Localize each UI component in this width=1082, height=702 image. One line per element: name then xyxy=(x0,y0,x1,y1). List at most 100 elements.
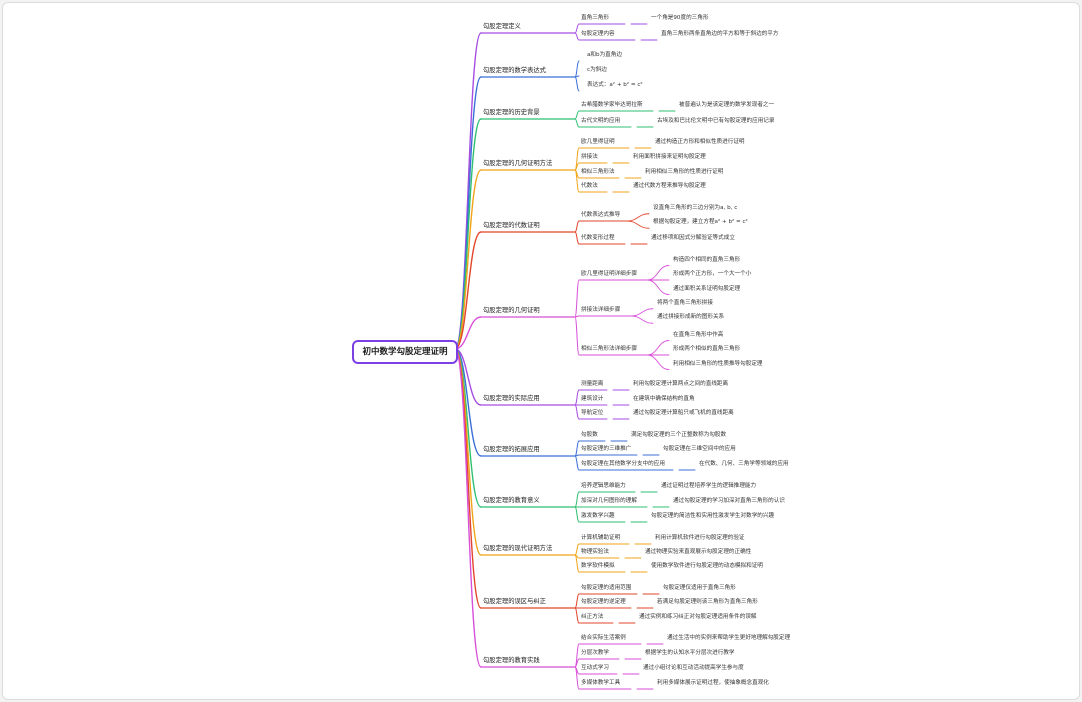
subbranch-label[interactable]: c为斜边 xyxy=(587,67,607,73)
leaf-label[interactable]: 古埃及和巴比伦文明中已有勾股定理的应用记录 xyxy=(657,118,775,124)
subbranch-connector xyxy=(574,506,580,523)
leaf-label[interactable]: 构造四个相同的直角三角形 xyxy=(673,256,741,263)
subbranch-label[interactable]: 勾股定理的适用范围 xyxy=(581,585,632,591)
subbranch-label[interactable]: 加深对几何图形的理解 xyxy=(581,498,637,504)
subbranch-label[interactable]: 代数法 xyxy=(581,183,598,189)
subbranch-label[interactable]: 欧几里得证明详细步骤 xyxy=(581,271,637,277)
subbranch-label[interactable]: 纠正方法 xyxy=(581,614,604,620)
subbranch-label[interactable]: 勾股定理内容 xyxy=(581,31,615,37)
subbranch-connector xyxy=(574,389,580,406)
leaf-label[interactable]: 被普遍认为是该定理的数学发现者之一 xyxy=(679,102,775,108)
leaf-label[interactable]: 通过勾股定理的学习加深对直角三角形的认识 xyxy=(673,498,785,504)
leaf-label[interactable]: 一个角是90度的三角形 xyxy=(651,15,709,21)
leaf-label[interactable]: 通过生活中的实例来帮助学生更好地理解勾股定理 xyxy=(667,635,791,641)
subbranch-label[interactable]: 欧几里得证明 xyxy=(581,139,615,145)
branch-label[interactable]: 勾股定理的几何证明 xyxy=(483,307,540,314)
subbranch-label[interactable]: 分层次教学 xyxy=(581,650,609,656)
leaf-label[interactable]: 根据勾股定理，建立方程a² + b² = c² xyxy=(653,219,748,226)
leaf-label[interactable]: 通过拼接形成新的图形关系 xyxy=(657,314,725,321)
subbranch-label[interactable]: 勾股定理在其他数学分支中的应用 xyxy=(581,461,665,467)
leaf-label[interactable]: 通过实例和练习纠正对勾股定理适用条件的误解 xyxy=(639,614,757,620)
leaf-label[interactable]: 满足勾股定理的三个正整数称为勾股数 xyxy=(631,432,727,438)
leaf-label[interactable]: 设直角三角形的三边分别为a, b, c xyxy=(653,204,738,211)
root-node[interactable]: 初中数学勾股定理证明 xyxy=(352,340,458,364)
leaf-label[interactable]: 通过构造正方形和相似性质进行证明 xyxy=(655,139,745,145)
subbranch-label[interactable]: 代数变形过程 xyxy=(581,235,615,241)
leaf-label[interactable]: 在直角三角形中作高 xyxy=(673,331,724,338)
subbranch-label[interactable]: 代数表达式推导 xyxy=(581,212,621,218)
branch-label[interactable]: 勾股定理的历史背景 xyxy=(483,109,540,116)
branch-label[interactable]: 勾股定理的实际应用 xyxy=(483,395,540,402)
leaf-label[interactable]: 将两个直角三角形拼接 xyxy=(657,299,713,306)
leaf-label[interactable]: 形成两个相似的直角三角形 xyxy=(673,346,741,352)
subbranch-label[interactable]: 勾股定理的三维推广 xyxy=(581,446,632,452)
leaf-label[interactable]: 在代数、几何、三角学等领域的应用 xyxy=(699,461,789,467)
leaf-label[interactable]: 勾股定理的简洁性和实用性激发学生对数学的兴趣 xyxy=(651,513,775,519)
branch-connector xyxy=(454,231,482,350)
subbranch-label[interactable]: 激发数学兴趣 xyxy=(581,513,615,519)
subbranch-connector xyxy=(574,491,580,508)
subbranch-label[interactable]: 古代文明的应用 xyxy=(581,118,621,124)
subbranch-label[interactable]: 表达式：a² + b² = c² xyxy=(587,82,643,88)
leaf-label[interactable]: 通过证明过程培养学生的逻辑推理能力 xyxy=(661,483,757,489)
leaf-connector xyxy=(646,265,670,281)
leaf-label[interactable]: 直角三角形两条直角边的平方和等于斜边的平方 xyxy=(661,31,779,37)
subbranch-label[interactable]: 勾股定理的逆定理 xyxy=(581,599,626,605)
leaf-label[interactable]: 利用面积拼接来证明勾股定理 xyxy=(633,154,706,160)
subbranch-label[interactable]: 培养逻辑思维能力 xyxy=(581,483,626,489)
leaf-label[interactable]: 利用相似三角形的性质进行证明 xyxy=(645,169,724,175)
subbranch-label[interactable]: 相似三角形法 xyxy=(581,169,615,175)
leaf-label[interactable]: 利用计算机软件进行勾股定理的验证 xyxy=(655,535,745,541)
subbranch-connector xyxy=(574,440,580,457)
leaf-label[interactable]: 通过小组讨论和互动活动提高学生参与度 xyxy=(643,665,744,671)
subbranch-label[interactable]: 建筑设计 xyxy=(581,396,604,402)
branch-label[interactable]: 勾股定理的现代证明方法 xyxy=(483,545,553,552)
subbranch-connector xyxy=(574,23,580,34)
leaf-label[interactable]: 通过代数方程来推导勾股定理 xyxy=(633,183,706,189)
leaf-label[interactable]: 通过物理实验来直观展示勾股定理的正确性 xyxy=(645,549,752,555)
subbranch-label[interactable]: 导航定位 xyxy=(581,410,604,416)
subbranch-label[interactable]: 相似三角形法详细步骤 xyxy=(581,346,637,352)
subbranch-label[interactable]: 物理实验法 xyxy=(581,549,609,555)
subbranch-connector xyxy=(574,666,580,690)
subbranch-label[interactable]: 测量距离 xyxy=(581,381,604,387)
branch-label[interactable]: 勾股定理的教育意义 xyxy=(483,497,540,504)
subbranch-label[interactable]: a和b为直角边 xyxy=(587,52,622,58)
subbranch-label[interactable]: 直角三角形 xyxy=(581,15,609,21)
subbranch-label[interactable]: 结合实际生活案例 xyxy=(581,635,626,641)
leaf-label[interactable]: 若满足勾股定理则该三角形为直角三角形 xyxy=(657,599,758,605)
subbranch-label[interactable]: 互动式学习 xyxy=(581,665,609,671)
subbranch-label[interactable]: 拼接法详细步骤 xyxy=(581,307,621,313)
branch-label[interactable]: 勾股定理的代数证明 xyxy=(483,222,540,229)
branch-label[interactable]: 勾股定理的教育实践 xyxy=(483,657,540,664)
branch-label[interactable]: 勾股定理的数学表达式 xyxy=(483,67,546,74)
subbranch-label[interactable]: 勾股数 xyxy=(581,432,598,438)
leaf-label[interactable]: 通过面积关系证明勾股定理 xyxy=(673,285,741,292)
branch-connector xyxy=(454,32,482,350)
branch-label[interactable]: 勾股定理的拓展应用 xyxy=(483,446,540,453)
branch-label[interactable]: 勾股定理定义 xyxy=(483,23,521,30)
leaf-label[interactable]: 在建筑中确保结构的直角 xyxy=(633,396,695,402)
branch-label[interactable]: 勾股定理的几何证明方法 xyxy=(483,160,553,167)
leaf-label[interactable]: 通过移项和因式分解验证等式成立 xyxy=(651,235,735,241)
subbranch-label[interactable]: 古希腊数学家毕达哥拉斯 xyxy=(581,102,643,108)
subbranch-label[interactable]: 拼接法 xyxy=(581,154,598,160)
leaf-label[interactable]: 使用数学软件进行勾股定理的动态模拟和证明 xyxy=(651,563,763,569)
leaf-label[interactable]: 勾股定理在三维空间中的应用 xyxy=(663,446,736,452)
leaf-connector xyxy=(646,354,670,370)
subbranch-connector xyxy=(574,404,580,420)
leaf-label[interactable]: 根据学生的认知水平分层次进行教学 xyxy=(645,650,735,656)
branch-label[interactable]: 勾股定理的误区与纠正 xyxy=(483,598,546,605)
subbranch-label[interactable]: 数学软件模拟 xyxy=(581,563,615,569)
subbranch-label[interactable]: 多媒体教学工具 xyxy=(581,680,621,686)
leaf-label[interactable]: 利用多媒体展示证明过程，使抽象概念直观化 xyxy=(657,680,769,686)
subbranch-label[interactable]: 计算机辅助证明 xyxy=(581,535,621,541)
leaf-label[interactable]: 通过勾股定理计算船只或飞机的直线距离 xyxy=(633,410,734,416)
leaf-label[interactable]: 形成两个正方形，一个大一个小 xyxy=(673,271,752,277)
leaf-label[interactable]: 利用相似三角形的性质推导勾股定理 xyxy=(673,360,763,367)
subbranch-connector xyxy=(574,231,580,245)
leaf-label[interactable]: 勾股定理仅适用于直角三角形 xyxy=(663,585,736,591)
leaf-label[interactable]: 利用勾股定理计算两点之间的直线距离 xyxy=(633,381,729,387)
subbranch-connector xyxy=(574,593,580,609)
